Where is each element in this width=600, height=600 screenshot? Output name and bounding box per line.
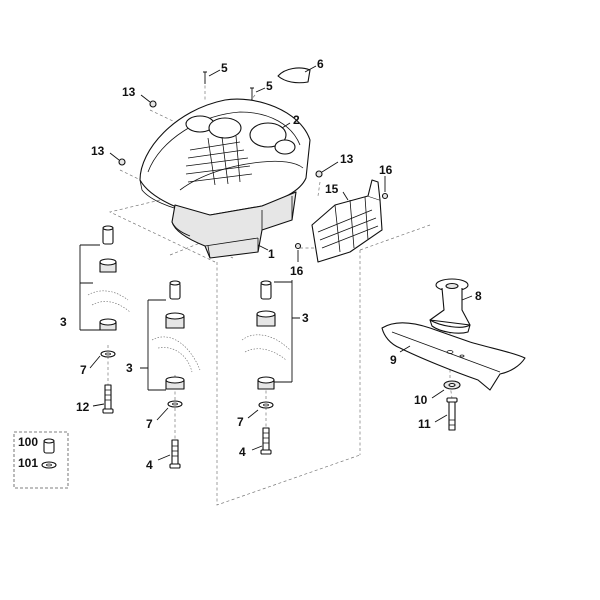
- callout-16: 16: [379, 163, 393, 177]
- callout-4: 4: [239, 445, 246, 459]
- callout-16: 16: [290, 264, 304, 278]
- callout-13: 13: [91, 144, 105, 158]
- callout-4: 4: [146, 458, 153, 472]
- callout-13: 13: [340, 152, 354, 166]
- deflector-bracket: [311, 179, 383, 263]
- blade-adapter: [429, 278, 471, 334]
- callout-labels: 5 5 6 13 2 13 13 16 15 1 16 8 3 3 3 9 7 …: [18, 57, 482, 472]
- callout-6: 6: [317, 57, 324, 71]
- engine-hood: [139, 98, 311, 216]
- callout-7: 7: [146, 417, 153, 431]
- kit-box: [13, 431, 69, 489]
- callout-7: 7: [80, 363, 87, 377]
- callout-12: 12: [76, 400, 90, 414]
- leader-lines: [89, 65, 473, 461]
- cutting-blade: [381, 322, 526, 391]
- mount-stack-right: [241, 280, 300, 455]
- callout-11: 11: [418, 417, 431, 431]
- mount-stack-left: [79, 225, 131, 414]
- callout-100: 100: [18, 435, 38, 449]
- mount-stack-middle: [140, 280, 201, 469]
- callout-3: 3: [60, 315, 67, 329]
- callout-1: 1: [268, 247, 275, 261]
- callout-2: 2: [293, 113, 300, 127]
- callout-8: 8: [475, 289, 482, 303]
- engine-block: [171, 191, 297, 259]
- callout-9: 9: [390, 353, 397, 367]
- callout-3: 3: [126, 361, 133, 375]
- callout-7: 7: [237, 415, 244, 429]
- callout-15: 15: [325, 182, 339, 196]
- small-parts-top: [118, 67, 389, 250]
- callout-5: 5: [221, 61, 228, 75]
- callout-10: 10: [414, 393, 428, 407]
- callout-13: 13: [122, 85, 136, 99]
- callout-101: 101: [18, 456, 38, 470]
- blade-fasteners: [443, 380, 461, 431]
- callout-3: 3: [302, 311, 309, 325]
- callout-5: 5: [266, 79, 273, 93]
